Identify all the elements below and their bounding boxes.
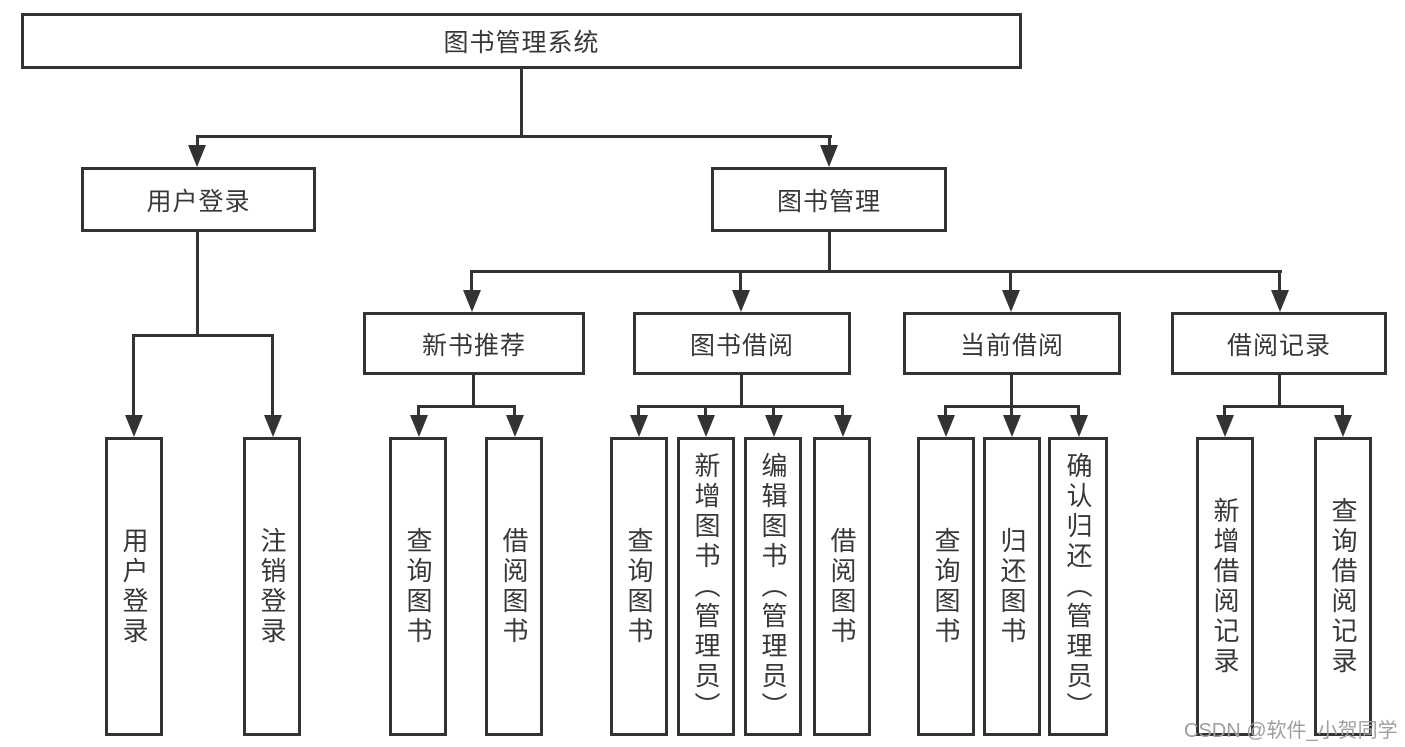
arrow-down-icon — [1334, 415, 1352, 437]
connector-user-stem — [196, 232, 199, 336]
leaf-add-borrow-record-label: 新增借阅记录 — [1210, 496, 1240, 677]
leaf-borrow-query-books-label: 查询图书 — [624, 526, 654, 647]
arrow-down-icon — [834, 415, 852, 437]
connector-records-stem — [1278, 375, 1281, 408]
arrow-down-icon — [506, 415, 524, 437]
leaf-logout: 注销登录 — [243, 437, 301, 736]
connector-borrow-leaf1-stub — [637, 405, 640, 419]
leaf-confirm-return-admin-label: 确认归还（管理员） — [1063, 451, 1093, 722]
leaf-current-query-books: 查询图书 — [917, 437, 975, 736]
connector-l3d-stub — [1278, 270, 1281, 292]
leaf-recommend-query-books: 查询图书 — [389, 437, 447, 736]
leaf-current-query-books-label: 查询图书 — [931, 526, 961, 647]
node-borrow-records-label: 借阅记录 — [1226, 331, 1331, 360]
leaf-borrow-query-books: 查询图书 — [610, 437, 668, 736]
arrow-down-icon — [697, 415, 715, 437]
arrow-down-icon — [820, 145, 838, 167]
node-borrow-records: 借阅记录 — [1171, 312, 1387, 375]
connector-recommend-bar — [417, 405, 516, 408]
arrow-down-icon — [765, 415, 783, 437]
arrow-down-icon — [410, 415, 428, 437]
leaf-recommend-borrow-books: 借阅图书 — [485, 437, 543, 736]
leaf-return-book: 归还图书 — [983, 437, 1041, 736]
leaf-query-borrow-record-label: 查询借阅记录 — [1328, 496, 1358, 677]
node-book-borrow: 图书借阅 — [633, 312, 851, 375]
connector-l3c-stub — [1009, 270, 1012, 292]
connector-user-leaf2-stem — [271, 334, 274, 418]
arrow-down-icon — [1070, 415, 1088, 437]
leaf-add-book-admin-label: 新增图书（管理员） — [691, 451, 721, 722]
node-new-book-recommend: 新书推荐 — [363, 312, 585, 375]
leaf-add-borrow-record: 新增借阅记录 — [1196, 437, 1254, 736]
leaf-return-book-label: 归还图书 — [997, 526, 1027, 647]
leaf-borrow-borrow-books: 借阅图书 — [813, 437, 871, 736]
node-current-borrow-label: 当前借阅 — [959, 331, 1064, 360]
connector-l3a-stub — [470, 270, 473, 292]
node-user-login: 用户登录 — [81, 167, 316, 232]
leaf-edit-book-admin: 编辑图书（管理员） — [744, 437, 802, 736]
leaf-edit-book-admin-label: 编辑图书（管理员） — [758, 451, 788, 722]
arrow-down-icon — [1216, 415, 1234, 437]
arrow-down-icon — [1002, 290, 1020, 312]
connector-current-leaf2-stub — [1010, 405, 1013, 419]
node-user-login-label: 用户登录 — [146, 187, 251, 216]
connector-records-bar — [1223, 405, 1344, 408]
arrow-down-icon — [125, 415, 143, 437]
arrow-down-icon — [463, 290, 481, 312]
connector-records-leaf2-stub — [1341, 405, 1344, 419]
connector-book-stem — [828, 232, 831, 272]
connector-user-stub — [196, 135, 199, 147]
node-current-borrow: 当前借阅 — [903, 312, 1121, 375]
node-book-management-label: 图书管理 — [776, 187, 881, 216]
connector-l3b-stub — [739, 270, 742, 292]
leaf-confirm-return-admin: 确认归还（管理员） — [1048, 437, 1108, 736]
leaf-logout-label: 注销登录 — [257, 526, 287, 647]
arrow-down-icon — [1271, 290, 1289, 312]
connector-root-stem — [520, 69, 523, 138]
connector-records-leaf1-stub — [1223, 405, 1226, 419]
arrow-down-icon — [937, 415, 955, 437]
connector-current-stem — [1010, 375, 1013, 408]
leaf-user-login-label: 用户登录 — [119, 526, 149, 647]
connector-borrow-stem — [740, 375, 743, 408]
connector-user-bar — [132, 334, 274, 337]
connector-borrow-leaf2-stub — [704, 405, 707, 419]
connector-recommend-leaf1-stub — [417, 405, 420, 419]
connector-borrow-leaf3-stub — [772, 405, 775, 419]
arrow-down-icon — [188, 145, 206, 167]
connector-recommend-stem — [472, 375, 475, 408]
arrow-down-icon — [1003, 415, 1021, 437]
arrow-down-icon — [732, 290, 750, 312]
node-book-borrow-label: 图书借阅 — [689, 331, 794, 360]
arrow-down-icon — [630, 415, 648, 437]
connector-borrow-bar — [637, 405, 844, 408]
node-book-management: 图书管理 — [711, 167, 947, 232]
node-root-label: 图书管理系统 — [443, 29, 600, 57]
connector-level3-bar — [470, 270, 1282, 273]
leaf-query-borrow-record: 查询借阅记录 — [1314, 437, 1372, 736]
node-root: 图书管理系统 — [21, 13, 1022, 69]
leaf-add-book-admin: 新增图书（管理员） — [677, 437, 735, 736]
connector-book-stub — [828, 135, 831, 147]
csdn-watermark: CSDN @软件_小贺同学 — [1184, 720, 1398, 742]
connector-user-leaf1-stem — [132, 334, 135, 418]
connector-borrow-leaf4-stub — [841, 405, 844, 419]
connector-current-leaf3-stub — [1077, 405, 1080, 419]
connector-current-leaf1-stub — [944, 405, 947, 419]
node-new-book-recommend-label: 新书推荐 — [421, 331, 526, 360]
connector-level2-bar — [196, 135, 832, 138]
leaf-recommend-borrow-books-label: 借阅图书 — [499, 526, 529, 647]
connector-recommend-leaf2-stub — [513, 405, 516, 419]
arrow-down-icon — [264, 415, 282, 437]
leaf-recommend-query-books-label: 查询图书 — [403, 526, 433, 647]
leaf-user-login: 用户登录 — [105, 437, 163, 736]
leaf-borrow-borrow-books-label: 借阅图书 — [827, 526, 857, 647]
